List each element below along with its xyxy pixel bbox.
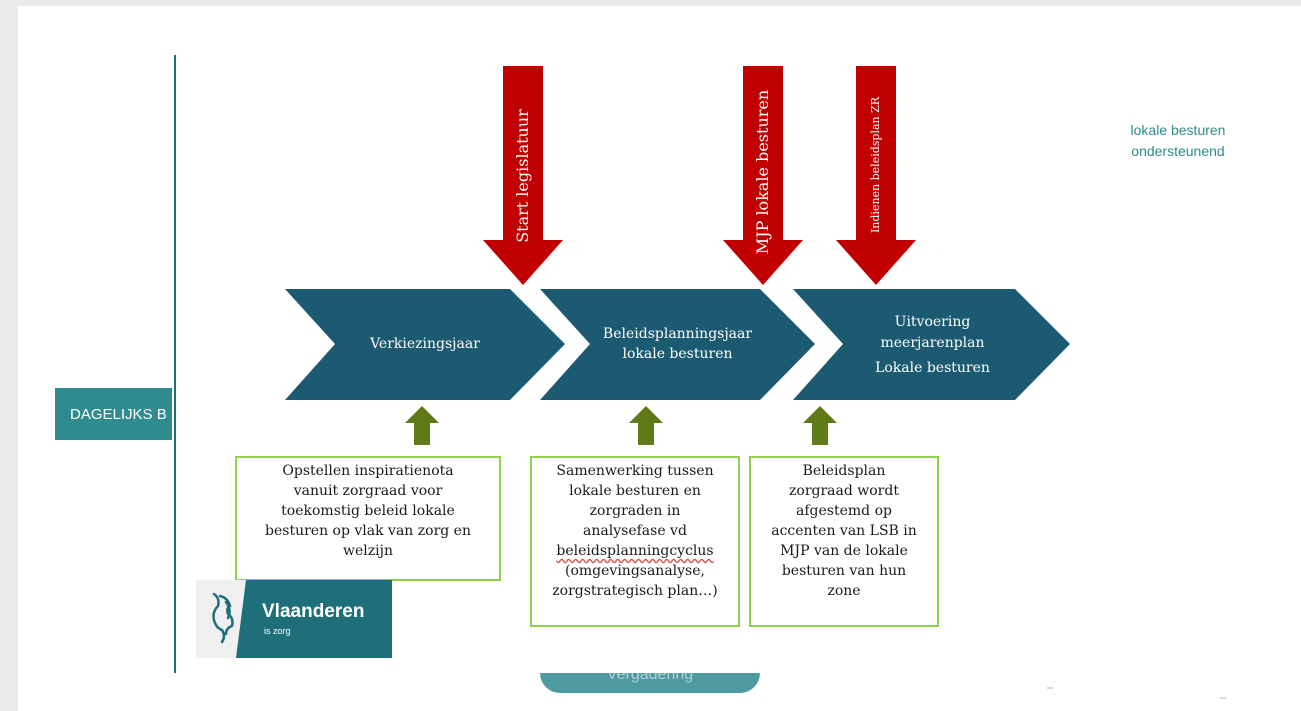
note-2-line-1: Samenwerking tussen [556,463,714,479]
background-button: Vergadering [540,673,760,693]
note-2-line-2: lokale besturen en [569,483,701,499]
up-arrow-3 [803,406,837,445]
phase-2-line-1: Beleidsplanningsjaar [602,326,753,342]
background-tab-label: DAGELIJKS B [70,405,167,423]
background-note: lokale besturen ondersteunend [1108,120,1248,162]
note-box-3: Beleidsplan zorgraad wordt afgestemd op … [749,456,939,627]
phase-label-3: Uitvoering meerjarenplan Lokale besturen [855,312,1010,379]
phase-chevron-1 [285,289,565,400]
milestone-arrow-1 [483,66,563,285]
background-mark [1220,697,1226,699]
note-3-line-3: afgestemd op [796,503,892,519]
note-box-1: Opstellen inspiratienota vanuit zorgraad… [235,456,501,581]
note-2-line-7: zorgstrategisch plan…) [552,583,718,599]
milestone-arrow-2 [723,66,803,285]
note-1-line-4: besturen op vlak van zorg en [265,523,471,539]
background-note-line-2: ondersteunend [1131,143,1225,159]
lion-emblem-icon [196,580,266,658]
phase-3-line-1: Uitvoering [894,314,971,330]
divider-line [174,55,176,673]
milestone-arrow-3 [836,66,916,285]
milestone-label-3: Indienen beleidsplan ZR [869,96,882,234]
note-1-line-1: Opstellen inspiratienota [282,463,454,479]
phase-3-line-2: meerjarenplan [880,335,985,351]
phase-1-line-1: Verkiezingsjaar [370,336,480,352]
note-1-line-5: welzijn [343,543,393,559]
note-3-line-4: accenten van LSB in [771,523,917,539]
phase-2-line-2: lokale besturen [622,346,733,362]
vlaanderen-logo: Vlaanderen is zorg [196,580,392,658]
phase-chevron-2 [540,289,815,400]
note-1-line-3: toekomstig beleid lokale [281,503,455,519]
note-box-2: Samenwerking tussen lokale besturen en z… [530,456,740,627]
logo-name: Vlaanderen [262,601,365,622]
note-3-line-2: zorgraad wordt [789,483,899,499]
note-3-line-7: zone [827,583,861,599]
note-2-line-4: analysefase vd [583,523,687,539]
note-1-line-2: vanuit zorgraad voor [293,483,443,499]
milestone-label-1: Start legislatuur [513,109,532,243]
milestone-label-2: MJP lokale besturen [753,89,772,255]
phase-3-line-3: Lokale besturen [875,360,990,376]
background-mark [1047,687,1053,689]
phase-label-2: Beleidsplanningsjaar lokale besturen [590,324,765,364]
background-button-label: Vergadering [606,673,694,683]
note-3-line-5: MJP van de lokale [780,543,908,559]
up-arrow-2 [629,406,663,445]
note-2-line-6: (omgevingsanalyse, [565,563,705,579]
background-note-line-1: lokale besturen [1130,122,1226,138]
note-3-line-6: besturen van hun [781,563,907,579]
note-2-line-3: zorgraden in [589,503,681,519]
note-3-line-1: Beleidsplan [802,463,886,479]
note-2-line-5: beleidsplanningcyclus [556,543,714,559]
up-arrow-1 [405,406,439,445]
background-tab: DAGELIJKS B [55,388,172,440]
phase-chevron-3 [793,289,1070,400]
logo-tagline: is zorg [264,626,291,636]
phase-label-1: Verkiezingsjaar [345,334,505,354]
